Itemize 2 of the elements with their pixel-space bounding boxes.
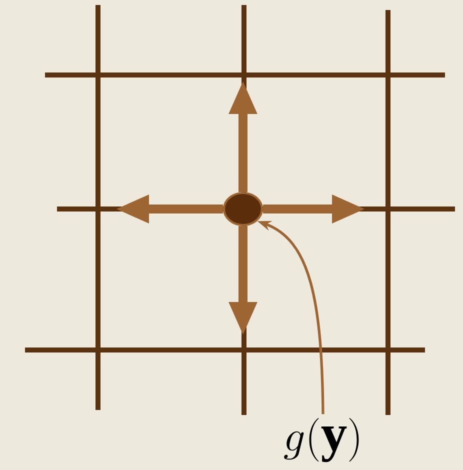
formula-label: $g(\mathbf{y})$ xyxy=(284,418,359,462)
center-dot xyxy=(222,192,264,226)
